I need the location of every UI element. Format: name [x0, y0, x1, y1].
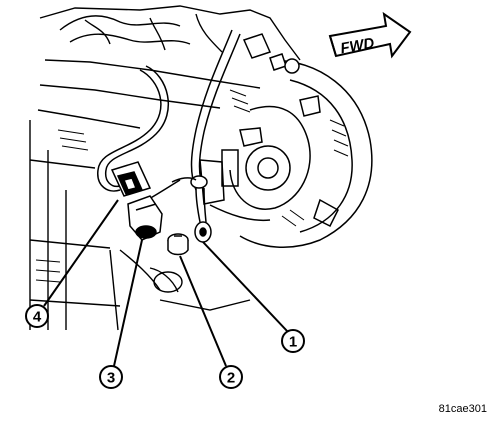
forward-arrow: FWD: [328, 11, 412, 59]
callout-2: 2: [219, 365, 243, 389]
mounting-bolt: [167, 233, 189, 256]
svg-text:2: 2: [227, 370, 235, 387]
transmission-housing: [199, 59, 373, 248]
svg-text:4: 4: [33, 309, 42, 326]
callout-4: 4: [25, 304, 49, 328]
forward-arrow-label: FWD: [339, 35, 376, 58]
leader-line-3: [113, 239, 143, 367]
callout-1: 1: [281, 329, 305, 353]
callout-3: 3: [99, 365, 123, 389]
wiring-harness: [97, 29, 300, 192]
knock-sensor: [127, 179, 181, 241]
svg-text:1: 1: [289, 334, 297, 351]
leader-line-4: [43, 199, 119, 307]
leader-line-1: [202, 241, 289, 333]
leader-lines: [43, 199, 289, 367]
leader-line-2: [179, 255, 227, 367]
engine-block: [29, 5, 301, 331]
svg-text:3: 3: [107, 370, 115, 387]
electrical-connector: [110, 161, 152, 197]
figure-code: 81cae301: [438, 403, 487, 415]
ground-wire: [171, 175, 212, 243]
